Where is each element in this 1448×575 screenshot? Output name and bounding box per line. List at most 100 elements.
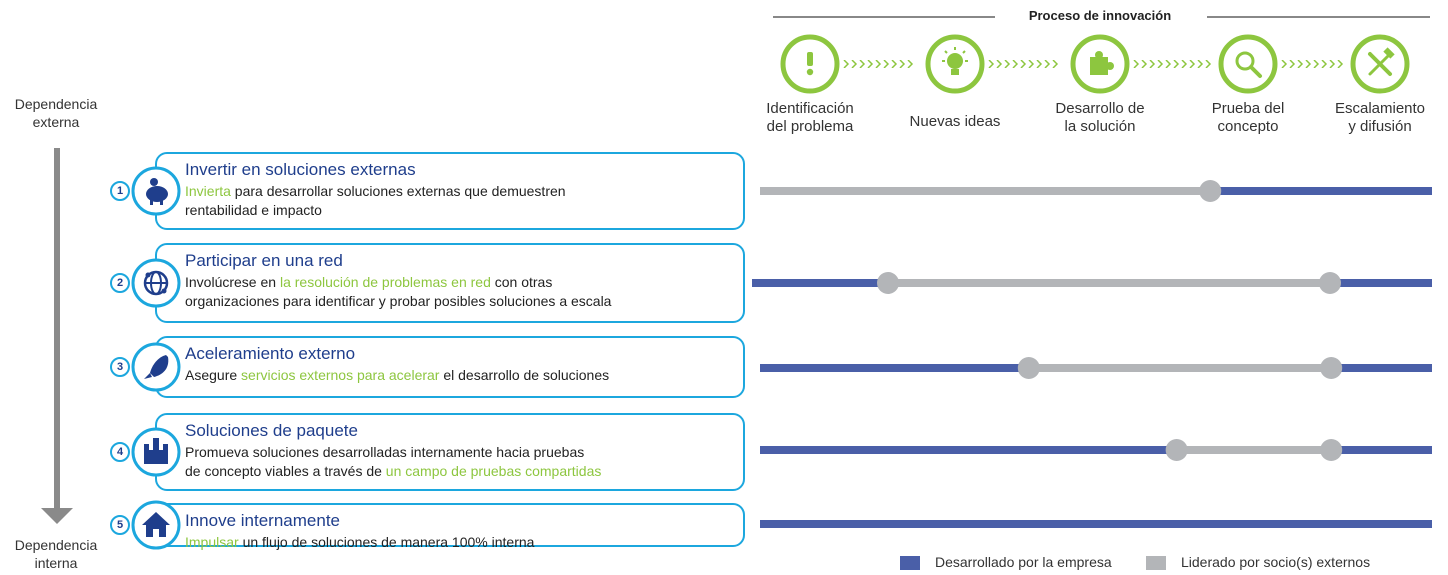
strategy-number-badge: 4 bbox=[110, 442, 130, 462]
strategy-icon-circle bbox=[130, 257, 182, 309]
description-text: para desarrollar soluciones externas que… bbox=[230, 183, 566, 199]
dependency-arrow-head bbox=[41, 508, 73, 524]
tools-icon bbox=[1350, 34, 1410, 94]
magnifier-icon bbox=[1218, 34, 1278, 94]
description-text: con otras bbox=[490, 274, 553, 290]
process-line-left bbox=[773, 16, 995, 18]
strategy-icon-ring bbox=[131, 258, 181, 308]
description-text: rentabilidad e impacto bbox=[185, 202, 322, 218]
bar-segment-company bbox=[1331, 364, 1432, 372]
strategy-icon-ring bbox=[131, 342, 181, 392]
stage-2-icon-circle bbox=[924, 33, 986, 95]
strategy-title: Invertir en soluciones externas bbox=[185, 160, 416, 179]
strategy-icon-circle bbox=[130, 426, 182, 478]
legend-swatch-partner bbox=[1146, 556, 1166, 570]
piggy-bank-icon bbox=[146, 178, 168, 205]
stage-3-icon-circle bbox=[1069, 33, 1131, 95]
bar-segment-partner bbox=[1028, 364, 1332, 372]
strategy-description-line: Promueva soluciones desarrolladas intern… bbox=[185, 443, 584, 461]
stage-1-label-line: del problema bbox=[766, 118, 854, 135]
strategy-description-line: Asegure servicios externos para acelerar… bbox=[185, 366, 609, 384]
bar-segment-company bbox=[752, 279, 888, 287]
strategy-title: Soluciones de paquete bbox=[185, 421, 358, 440]
stage-1-label-line: Identificación bbox=[766, 100, 854, 117]
bar-segment-partner bbox=[1176, 446, 1332, 454]
strategy-bar-2 bbox=[752, 272, 1432, 294]
stage-5-label-line: y difusión bbox=[1348, 118, 1412, 135]
transition-marker bbox=[877, 272, 899, 294]
bar-segment-company bbox=[1330, 279, 1432, 287]
stage-connector-chevrons bbox=[988, 60, 1059, 68]
strategy-title: Innove internamente bbox=[185, 511, 340, 530]
transition-marker bbox=[1319, 272, 1341, 294]
highlight-text: un campo de pruebas compartidas bbox=[385, 463, 602, 479]
stage-2-label: Nuevas ideas bbox=[893, 113, 1017, 131]
stage-5-label-line: Escalamiento bbox=[1334, 100, 1426, 117]
bar-segment-company bbox=[760, 364, 1029, 372]
castle-icon bbox=[144, 438, 168, 464]
strategy-description-line: organizaciones para identificar y probar… bbox=[185, 292, 611, 310]
strategy-description-line: rentabilidad e impacto bbox=[185, 201, 322, 219]
strategy-description-line: Impulsar un flujo de soluciones de maner… bbox=[185, 533, 534, 551]
strategy-bar-4 bbox=[760, 439, 1432, 461]
lightbulb-icon bbox=[925, 34, 985, 94]
transition-marker bbox=[1320, 439, 1343, 461]
bar-segment-company bbox=[1331, 446, 1432, 454]
stage-5-icon-circle bbox=[1349, 33, 1411, 95]
strategy-bar-5 bbox=[760, 520, 1432, 528]
strategy-icon-ring bbox=[131, 427, 181, 477]
description-text: el desarrollo de soluciones bbox=[439, 367, 610, 383]
strategy-number-badge: 3 bbox=[110, 357, 130, 377]
legend-label-company: Desarrollado por la empresa bbox=[935, 554, 1112, 570]
puzzle-icon bbox=[1070, 34, 1130, 94]
bar-segment-partner bbox=[888, 279, 1330, 287]
legend-label-partner: Liderado por socio(s) externos bbox=[1181, 554, 1371, 570]
stage-connector-chevrons bbox=[1133, 60, 1212, 68]
dependency-arrow-shaft bbox=[54, 148, 60, 510]
description-text: Involúcrese en bbox=[185, 274, 280, 290]
description-text: Asegure bbox=[185, 367, 242, 383]
stage-3-label-line: la solución bbox=[1064, 118, 1136, 135]
process-title: Proceso de innovación bbox=[1028, 8, 1172, 23]
legend-swatch-company bbox=[900, 556, 920, 570]
strategy-bar-3 bbox=[760, 357, 1432, 379]
strategy-bar-1 bbox=[760, 180, 1432, 202]
house-icon bbox=[142, 512, 170, 537]
transition-marker bbox=[1320, 357, 1343, 379]
bar-segment-partner bbox=[760, 187, 1211, 195]
highlight-text: Invierta bbox=[185, 183, 231, 199]
highlight-text: la resolución de problemas en red bbox=[279, 274, 491, 290]
stage-2-label-line: Nuevas ideas bbox=[909, 113, 1001, 130]
highlight-text: servicios externos para acelerar bbox=[241, 367, 440, 383]
strategy-description-line: de concepto viables a través de un campo… bbox=[185, 462, 601, 480]
stage-connector-chevrons bbox=[1281, 60, 1344, 68]
legend: Desarrollado por la empresa Liderado por… bbox=[900, 553, 1440, 573]
highlight-text: Impulsar bbox=[185, 534, 239, 550]
stage-connector-chevrons bbox=[843, 60, 914, 68]
strategy-number-badge: 5 bbox=[110, 515, 130, 535]
process-line-right bbox=[1207, 16, 1430, 18]
transition-marker bbox=[1199, 180, 1222, 202]
description-text: Promueva soluciones desarrolladas intern… bbox=[185, 444, 585, 460]
stage-4-icon-circle bbox=[1217, 33, 1279, 95]
bar-segment-company bbox=[1210, 187, 1432, 195]
description-text: un flujo de soluciones de manera 100% in… bbox=[238, 534, 535, 550]
transition-marker bbox=[1017, 357, 1040, 379]
bar-segment-company bbox=[760, 446, 1177, 454]
exclamation-icon bbox=[780, 34, 840, 94]
strategy-title: Participar en una red bbox=[185, 251, 343, 270]
transition-marker bbox=[1165, 439, 1188, 461]
description-text: de concepto viables a través de bbox=[185, 463, 386, 479]
strategy-icon-ring bbox=[131, 166, 181, 216]
stage-4-label-line: Prueba del bbox=[1211, 100, 1285, 117]
description-text: organizaciones para identificar y probar… bbox=[185, 293, 612, 309]
